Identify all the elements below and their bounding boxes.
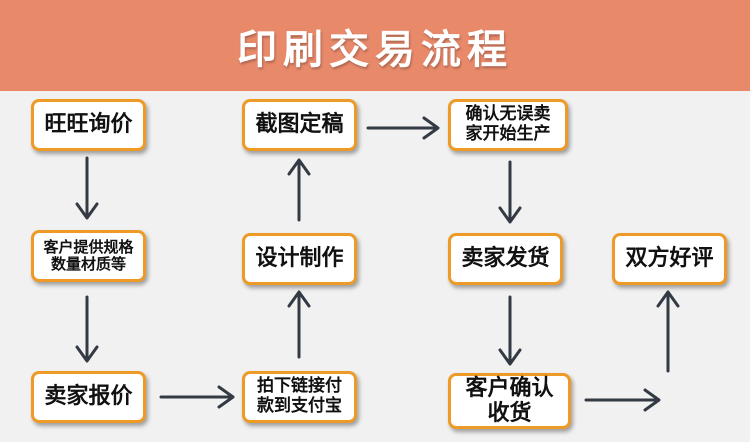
arrow-design-to-screenshot [287,158,311,222]
arrow-inquiry-to-specs [75,156,99,220]
title-banner: 印刷交易流程 [0,0,750,91]
arrow-receipt-to-headright [584,388,661,412]
step-customer-specs: 客户提供规格 数量材质等 [31,230,146,282]
step-design: 设计制作 [242,233,357,285]
arrow-confirm-to-ship [498,160,522,224]
step-order-payment: 拍下链接付 款到支付宝 [242,371,357,423]
step-wangwang-inquiry: 旺旺询价 [31,99,146,151]
step-confirm-production: 确认无误卖 家开始生产 [448,99,568,151]
step-screenshot-final: 截图定稿 [242,99,357,151]
arrow-payment-to-design [287,290,311,359]
step-seller-ship: 卖家发货 [448,233,563,285]
page-title: 印刷交易流程 [237,26,513,73]
arrow-specs-to-quote [75,295,99,363]
step-seller-quote: 卖家报价 [31,371,146,423]
arrow-screenshot-to-confirm [366,116,440,140]
arrow-ship-to-receipt [498,295,522,366]
arrow-up-to-review [656,290,680,373]
step-mutual-review: 双方好评 [612,233,727,285]
arrow-quote-to-payment [159,385,235,409]
step-customer-receipt: 客户确认 收货 [448,373,571,429]
